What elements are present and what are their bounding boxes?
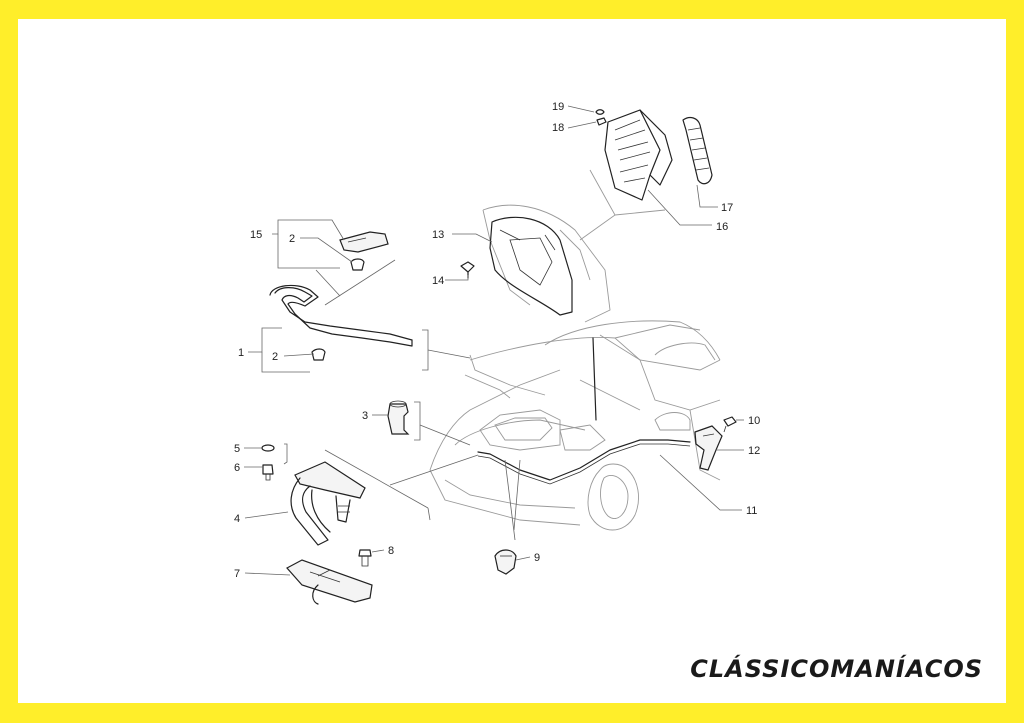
callout-11: 11 (746, 505, 757, 517)
diagram-sheet (18, 19, 1006, 703)
bonnet-prop-rod (592, 337, 597, 421)
callout-18: 18 (552, 122, 564, 134)
callout-3: 3 (362, 410, 368, 422)
bonnet-lock-latch (290, 461, 366, 546)
bonnet-bracket (339, 231, 389, 271)
callout-15: 15 (250, 229, 262, 241)
callout-13: 13 (432, 229, 444, 241)
bonnet-open (482, 204, 611, 323)
callout-5: 5 (234, 443, 240, 455)
bolt (723, 416, 737, 433)
washer-and-nut (261, 444, 275, 481)
callout-8: 8 (388, 545, 394, 557)
air-intake-grille-assembly (579, 109, 713, 241)
release-lever (694, 425, 723, 471)
callout-4: 4 (234, 513, 240, 525)
callout-12: 12 (748, 445, 760, 457)
bump-stop (387, 400, 410, 435)
seal-clip (311, 348, 326, 361)
lock-mounting-plate (286, 559, 373, 605)
callout-14: 14 (432, 275, 444, 287)
callout-7: 7 (234, 568, 240, 580)
callout-9: 9 (534, 552, 540, 564)
leader-lines (244, 105, 744, 576)
screw (358, 549, 372, 567)
retaining-clip (460, 261, 475, 279)
bonnet-seal-strip (269, 284, 413, 347)
callout-6: 6 (234, 462, 240, 474)
release-cable (477, 439, 691, 485)
callout-1: 1 (238, 347, 244, 359)
callout-labels: 19 18 17 16 13 14 15 2 1 2 3 5 6 4 7 8 9… (234, 101, 760, 580)
callout-2-upper: 2 (289, 233, 295, 245)
callout-17: 17 (721, 202, 733, 214)
bonnet-insulation-pad (489, 216, 573, 316)
callout-19: 19 (552, 101, 564, 113)
callout-10: 10 (748, 415, 760, 427)
brand-logo-text: CLÁSSICOMANÍACOS (690, 655, 983, 683)
cable-grommet (494, 549, 517, 575)
callout-16: 16 (716, 221, 728, 233)
car-body-outline (429, 320, 721, 531)
callout-2-lower: 2 (272, 351, 278, 363)
